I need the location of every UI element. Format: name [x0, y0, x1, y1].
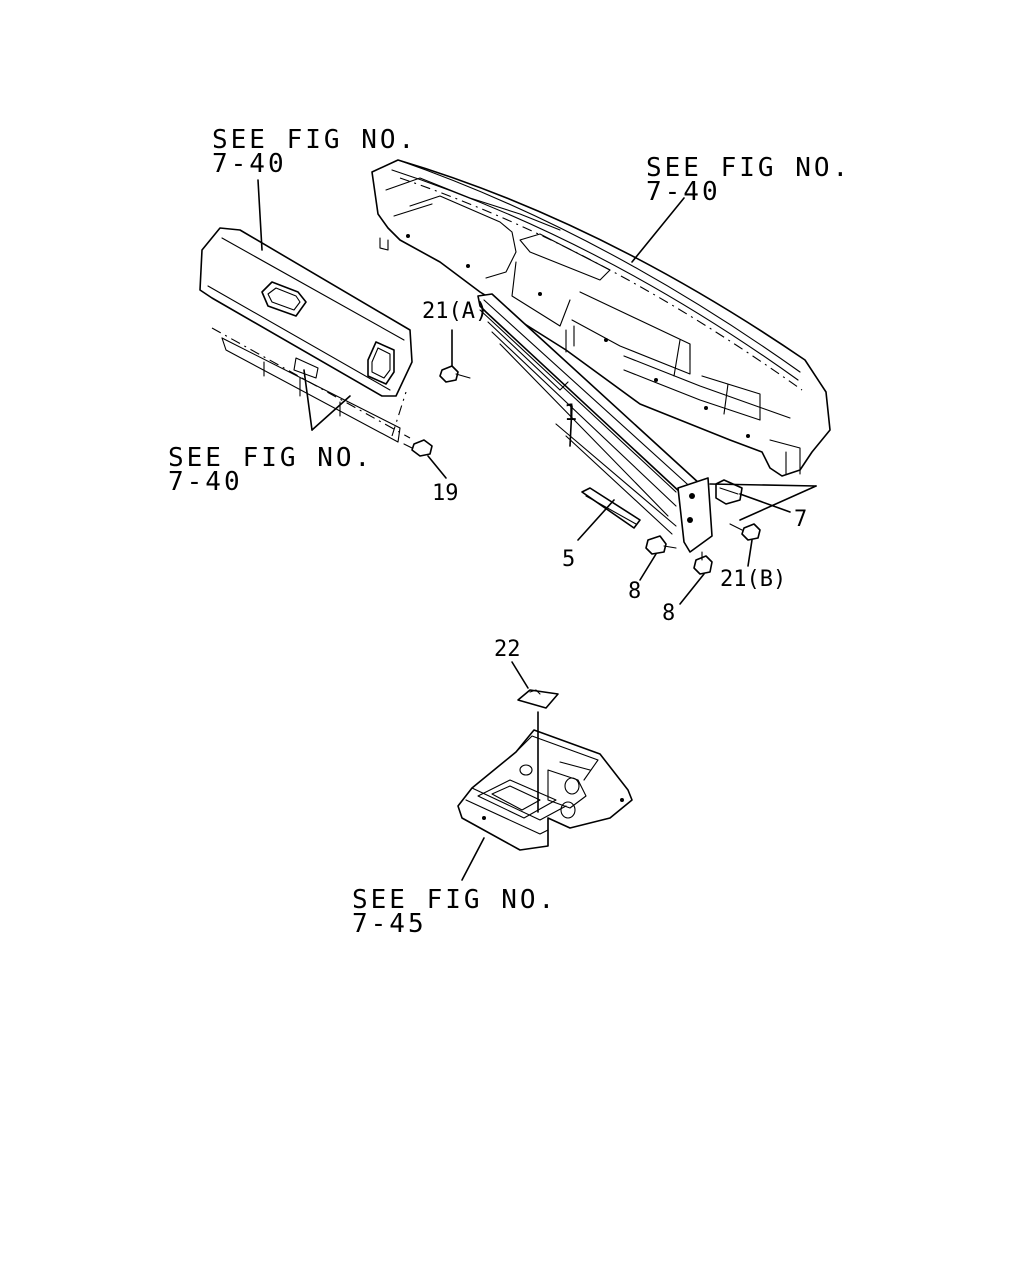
fastener-21a [439, 365, 471, 383]
callout-8b: 8 [662, 601, 675, 626]
callout-1: 1 [564, 401, 577, 426]
fastener-19 [403, 439, 433, 457]
part-1-duct [477, 293, 743, 553]
fastener-21b [729, 523, 761, 541]
lower-panel-cover [199, 227, 413, 397]
leader-lines [257, 179, 817, 881]
ref-line1: SEE FIG NO. [168, 443, 373, 473]
ref-line1: SEE FIG NO. [352, 885, 557, 915]
callout-21b: 21(B) [720, 567, 786, 592]
callout-5: 5 [562, 547, 575, 572]
ref-label-mid-left: SEE FIG NO. 7-40 [168, 443, 373, 497]
ref-label-bottom: SEE FIG NO. 7-45 [352, 885, 557, 939]
ref-label-top-right: SEE FIG NO. 7-40 [646, 153, 851, 207]
callout-19: 19 [432, 481, 459, 506]
callout-7: 7 [794, 507, 807, 532]
center-console [457, 729, 633, 851]
ref-line2: 7-40 [212, 149, 287, 179]
ref-label-top-left: SEE FIG NO. 7-40 [212, 125, 417, 179]
callout-8a: 8 [628, 579, 641, 604]
fastener-8a [645, 535, 677, 555]
ref-line2: 7-40 [168, 467, 243, 497]
instrument-panel-frame [371, 159, 831, 477]
ref-line2: 7-45 [352, 909, 427, 939]
part-22-pad [517, 689, 559, 709]
ref-line1: SEE FIG NO. [646, 153, 851, 183]
ref-line2: 7-40 [646, 177, 721, 207]
callout-22: 22 [494, 637, 521, 662]
ref-line1: SEE FIG NO. [212, 125, 417, 155]
callout-21a: 21(A) [422, 299, 488, 324]
fastener-8b [693, 551, 713, 575]
